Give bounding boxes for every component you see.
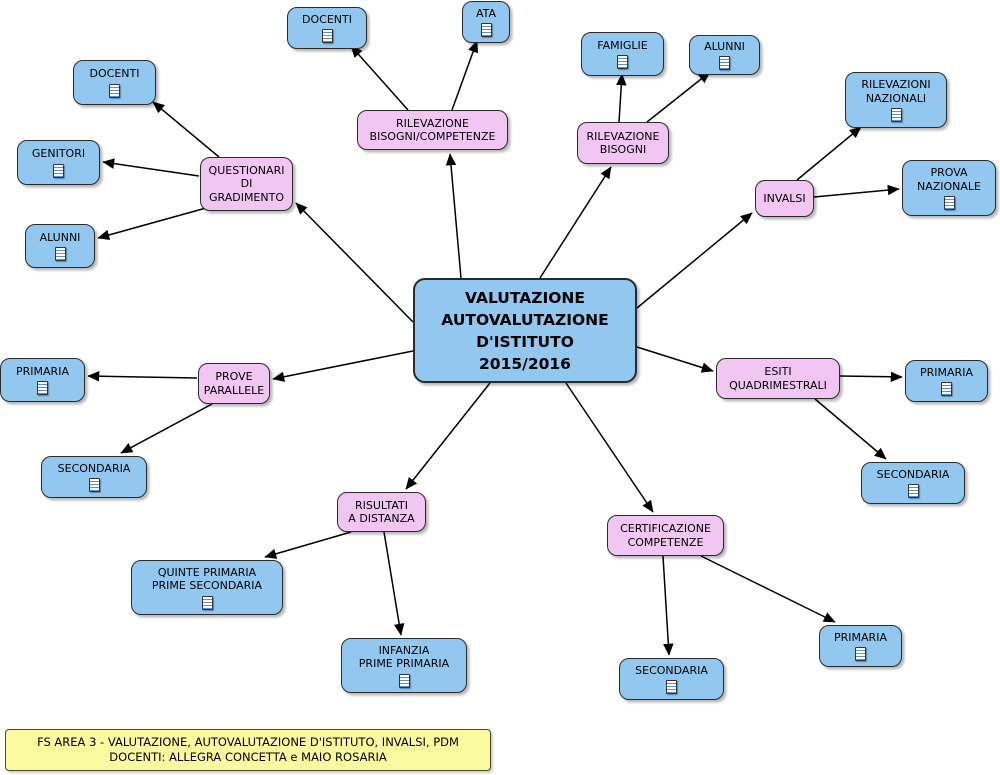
node-prove-secondaria[interactable]: SECONDARIA (41, 456, 147, 498)
arrow-questionari-to-docenti (152, 101, 220, 158)
node-rilevazione-bc-ata[interactable]: ATA (462, 1, 510, 43)
node-label: FAMIGLIE (597, 38, 648, 52)
node-label: CERTIFICAZIONE COMPETENZE (620, 522, 711, 549)
node-label: ALUNNI (39, 230, 81, 244)
arrow-center-to-rilevazione-bisogni (539, 166, 612, 279)
document-resource-icon[interactable] (666, 680, 677, 695)
node-questionari-genitori[interactable]: GENITORI (17, 140, 100, 185)
arrow-rilevazione-bc-to-docenti (350, 45, 409, 111)
document-resource-icon[interactable] (88, 478, 100, 493)
node-label: DOCENTI (89, 67, 140, 81)
document-resource-icon[interactable] (53, 163, 64, 178)
arrow-questionari-to-alunni (97, 207, 207, 241)
arrow-invalsi-to-rilevazioni-nazionali (796, 126, 862, 181)
arrow-risultati-to-quinte (264, 531, 352, 559)
node-questionari-alunni[interactable]: ALUNNI (25, 224, 95, 268)
node-label: PROVA NAZIONALE (916, 166, 982, 193)
node-label: SECONDARIA (876, 467, 950, 481)
arrow-esiti-to-secondaria (814, 398, 887, 460)
node-questionari-di-gradimento[interactable]: QUESTIONARI DI GRADIMENTO (200, 157, 293, 211)
node-certificazione-secondaria[interactable]: SECONDARIA (619, 658, 724, 700)
node-questionari-docenti[interactable]: DOCENTI (73, 60, 156, 105)
arrow-prove-to-primaria (87, 370, 198, 382)
legend-note[interactable]: FS AREA 3 - VALUTAZIONE, AUTOVALUTAZIONE… (5, 729, 491, 771)
node-prove-primaria[interactable]: PRIMARIA (0, 358, 85, 402)
document-resource-icon[interactable] (398, 673, 410, 688)
node-quinte-primaria-prime-secondaria[interactable]: QUINTE PRIMARIA PRIME SECONDARIA (131, 560, 283, 615)
arrow-rilevazione-bisogni-to-alunni (646, 71, 711, 123)
node-esiti-secondaria[interactable]: SECONDARIA (861, 462, 965, 504)
arrow-rilevazione-bc-to-ata (451, 40, 479, 111)
document-resource-icon[interactable] (54, 247, 66, 262)
node-certificazione-primaria[interactable]: PRIMARIA (819, 625, 902, 667)
node-label: PRIMARIA (920, 365, 973, 379)
document-resource-icon[interactable] (719, 56, 730, 71)
node-esiti-primaria[interactable]: PRIMARIA (905, 360, 988, 402)
node-label: RILEVAZIONI NAZIONALI (861, 78, 931, 105)
arrow-center-to-prove (272, 350, 414, 382)
node-label: RISULTATI A DISTANZA (348, 498, 415, 526)
arrow-center-to-invalsi (636, 212, 753, 309)
node-label: ESITI QUADRIMESTRALI (729, 365, 827, 392)
arrow-rilevazione-bisogni-to-famiglie (616, 73, 627, 123)
document-resource-icon[interactable] (109, 83, 120, 98)
arrow-center-to-rilevazione-bc (445, 153, 462, 279)
arrow-risultati-to-infanzia (383, 531, 405, 636)
node-rilevazione-bisogni[interactable]: RILEVAZIONE BISOGNI (577, 122, 669, 164)
document-resource-icon[interactable] (890, 108, 902, 122)
node-invalsi[interactable]: INVALSI (755, 180, 814, 217)
node-valutazione-autovalutazione[interactable]: VALUTAZIONE AUTOVALUTAZIONE D'ISTITUTO 2… (413, 278, 637, 383)
node-label: PRIMARIA (834, 630, 887, 644)
document-resource-icon[interactable] (617, 55, 628, 70)
node-rilevazione-bc-docenti[interactable]: DOCENTI (287, 7, 367, 49)
document-resource-icon[interactable] (855, 647, 866, 662)
arrow-center-to-certificazione (565, 382, 654, 513)
node-label: QUESTIONARI DI GRADIMENTO (208, 163, 285, 204)
arrow-prove-to-secondaria (120, 403, 213, 454)
node-label: GENITORI (31, 147, 86, 161)
node-label: PROVE PARALLELE (203, 370, 265, 397)
document-resource-icon[interactable] (321, 29, 333, 44)
node-label: RILEVAZIONE BISOGNI/COMPETENZE (369, 116, 496, 144)
node-prova-nazionale[interactable]: PROVA NAZIONALE (902, 160, 996, 216)
node-infanzia-prime-primaria[interactable]: INFANZIA PRIME PRIMARIA (341, 638, 467, 693)
document-resource-icon[interactable] (907, 484, 919, 499)
node-label: DOCENTI (302, 12, 352, 26)
document-resource-icon[interactable] (201, 595, 213, 610)
node-rilevazione-bisogni-famiglie[interactable]: FAMIGLIE (581, 32, 664, 76)
node-label: ALUNNI (704, 39, 745, 53)
arrow-center-to-questionari (295, 202, 414, 323)
document-resource-icon[interactable] (480, 23, 492, 38)
node-label: SECONDARIA (57, 461, 131, 475)
arrow-center-to-esiti (636, 346, 714, 373)
node-rilevazione-bisogni-competenze[interactable]: RILEVAZIONE BISOGNI/COMPETENZE (357, 110, 508, 150)
arrow-center-to-risultati (405, 382, 491, 490)
node-label: SECONDARIA (635, 663, 708, 677)
node-label: PRIMARIA (16, 364, 69, 378)
node-prove-parallele[interactable]: PROVE PARALLELE (198, 363, 270, 404)
node-certificazione-competenze[interactable]: CERTIFICAZIONE COMPETENZE (607, 515, 724, 556)
node-label: INFANZIA PRIME PRIMARIA (358, 643, 450, 671)
arrow-invalsi-to-prova-nazionale (813, 184, 900, 198)
note-line-2: DOCENTI: ALLEGRA CONCETTA e MAIO ROSARIA (109, 750, 387, 764)
node-esiti-quadrimestrali[interactable]: ESITI QUADRIMESTRALI (716, 358, 840, 399)
node-label: VALUTAZIONE AUTOVALUTAZIONE D'ISTITUTO 2… (441, 288, 609, 373)
node-risultati-a-distanza[interactable]: RISULTATI A DISTANZA (337, 492, 426, 532)
note-line-1: FS AREA 3 - VALUTAZIONE, AUTOVALUTAZIONE… (37, 735, 459, 749)
node-label: QUINTE PRIMARIA PRIME SECONDARIA (151, 565, 263, 593)
arrow-questionari-to-genitori (102, 158, 200, 177)
document-resource-icon[interactable] (941, 382, 952, 397)
node-label: INVALSI (763, 191, 806, 205)
arrow-certificazione-to-secondaria (662, 555, 674, 656)
arrow-esiti-to-primaria (839, 371, 903, 383)
node-rilevazioni-nazionali[interactable]: RILEVAZIONI NAZIONALI (845, 72, 947, 128)
node-label: RILEVAZIONE BISOGNI (586, 129, 660, 157)
node-rilevazione-bisogni-alunni[interactable]: ALUNNI (689, 35, 760, 75)
document-resource-icon[interactable] (943, 196, 955, 210)
arrow-certificazione-to-primaria (700, 555, 836, 623)
node-label: ATA (475, 6, 497, 20)
document-resource-icon[interactable] (37, 381, 48, 396)
